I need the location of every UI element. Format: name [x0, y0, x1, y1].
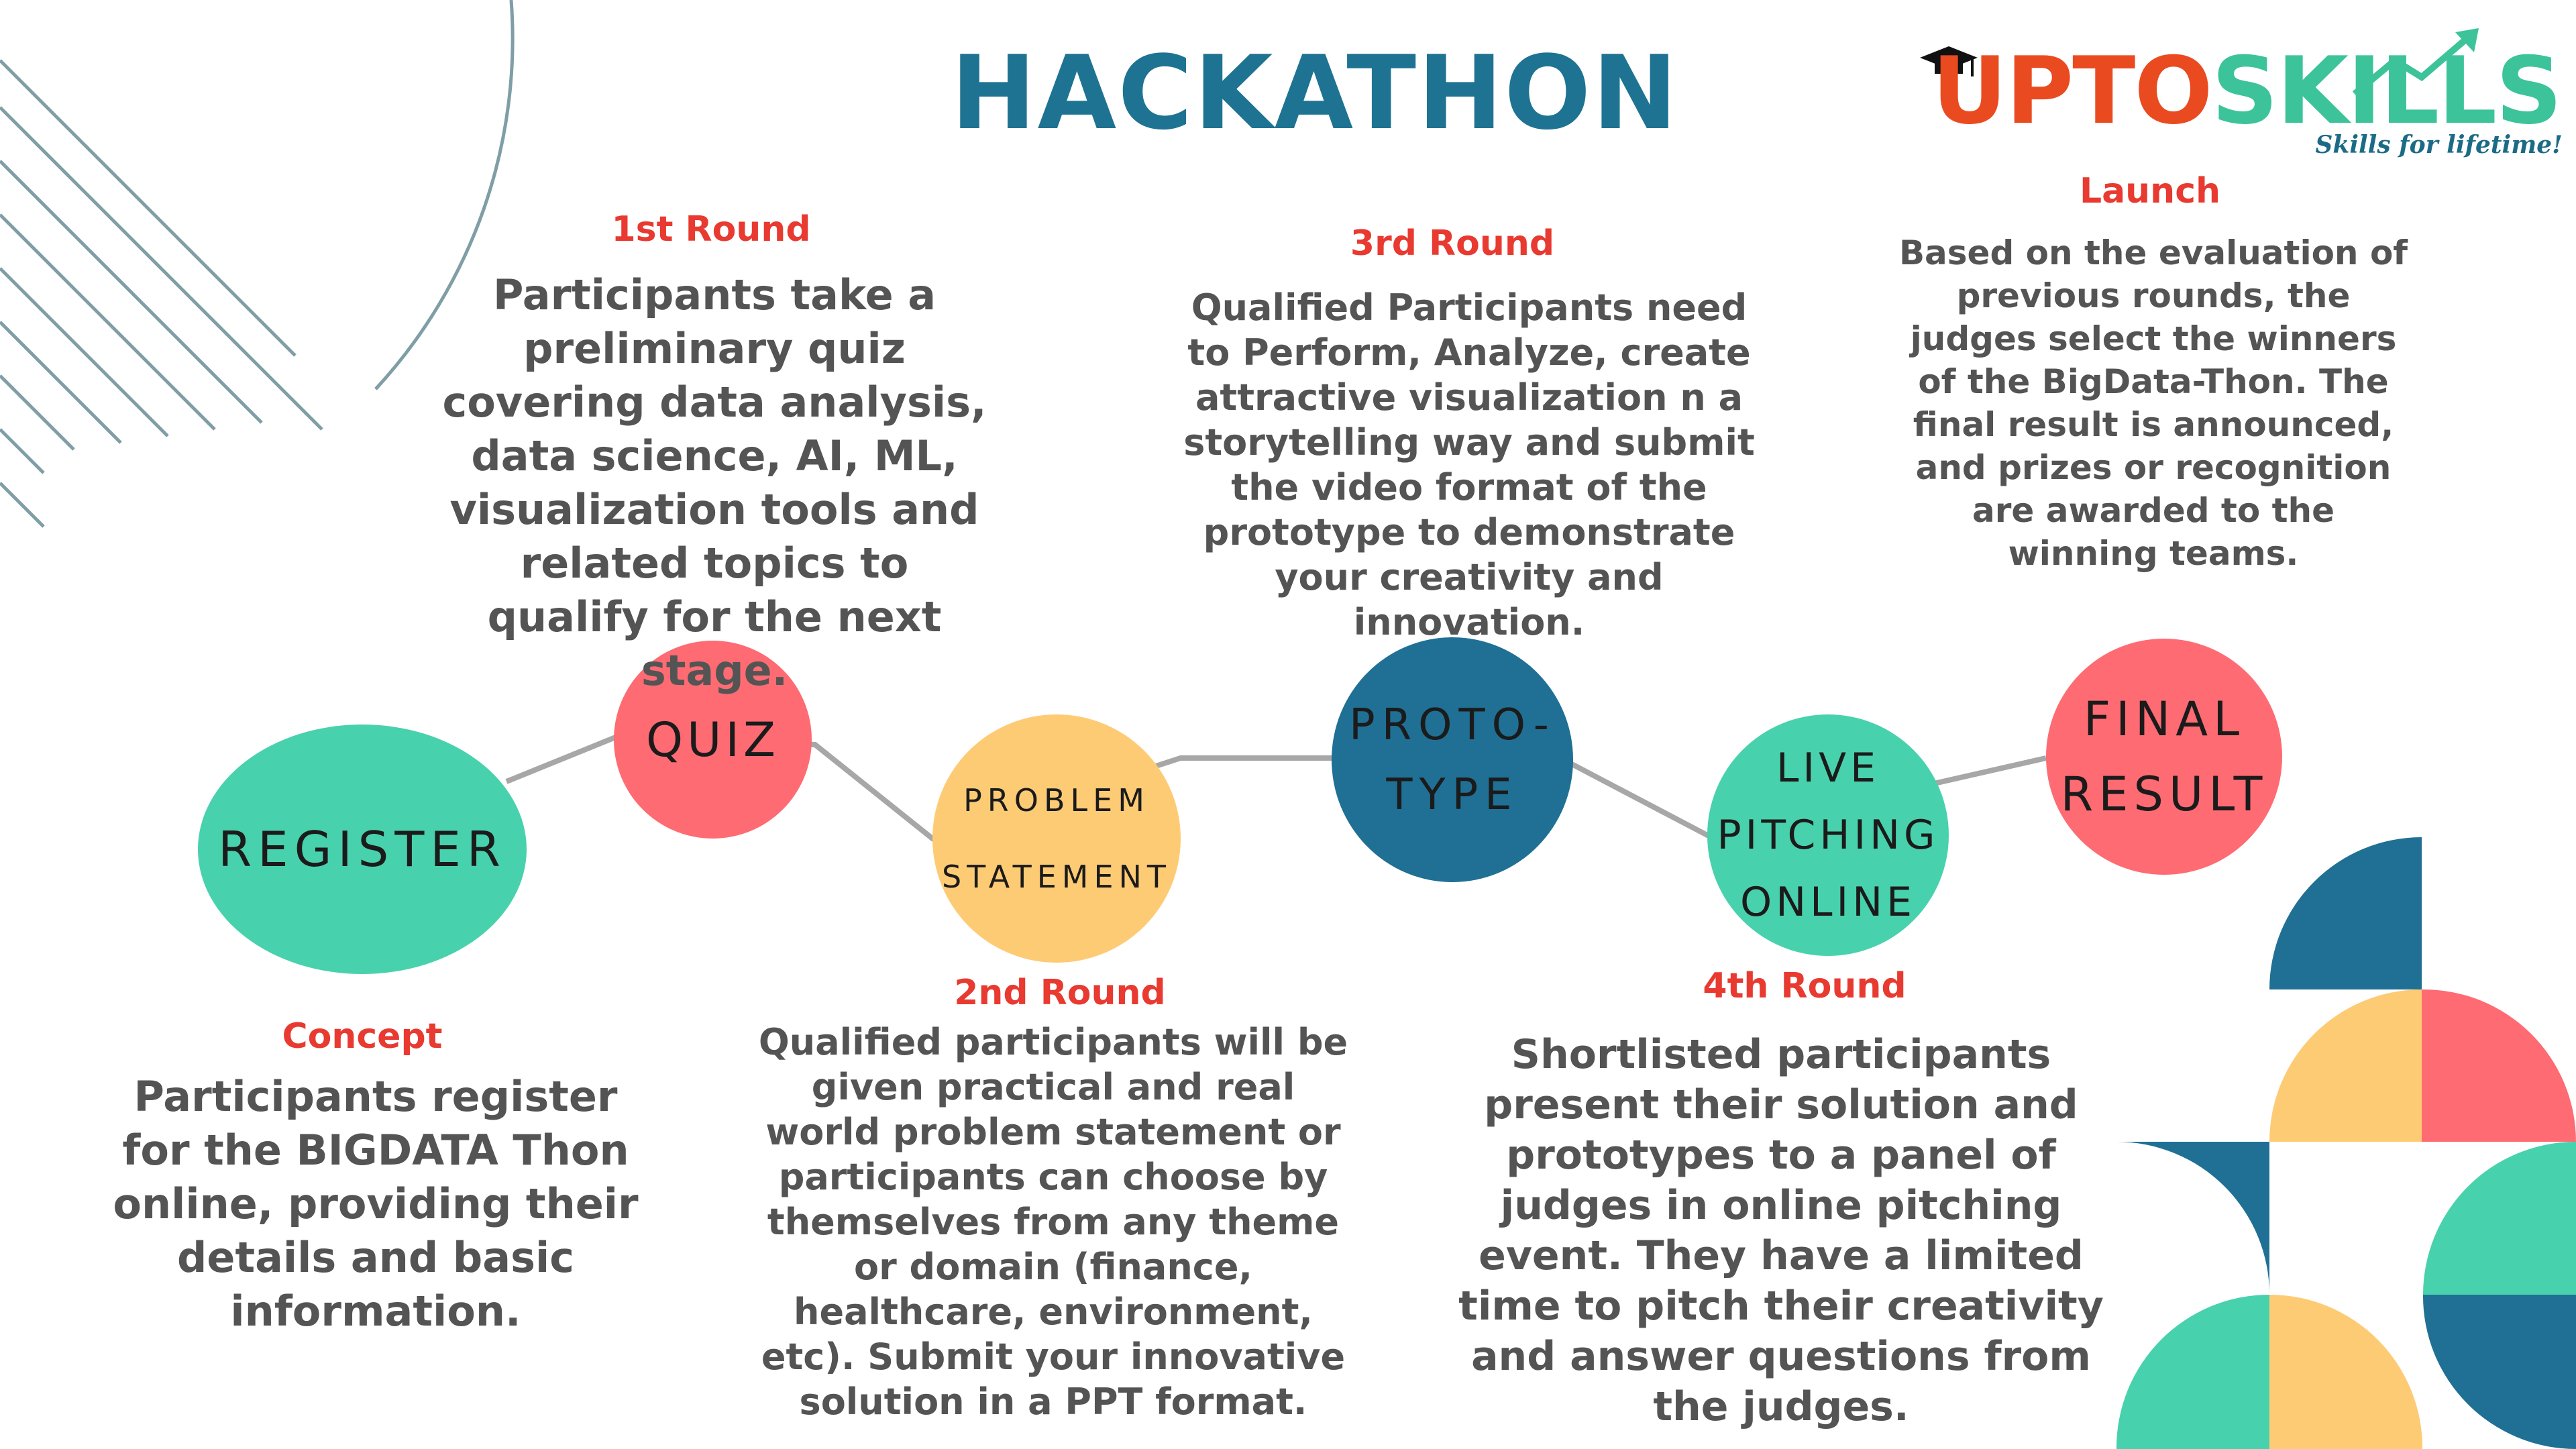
- stage-node-label-line: TYPE: [1386, 769, 1519, 820]
- stage-node-label-line: LIVE: [1776, 745, 1880, 792]
- growth-arrow-icon: [2352, 28, 2479, 97]
- stage-node-label: QUIZ: [646, 712, 780, 767]
- stage-node-label-line: PROBLEM: [963, 782, 1150, 818]
- stage-description-prototype: Qualified Participants need to Perform, …: [1183, 286, 1755, 643]
- round-label-4th-round: 4th Round: [1703, 966, 1907, 1006]
- logo: [1919, 27, 2576, 174]
- stage-description-register: Participants register for the BIGDATA Th…: [113, 1072, 639, 1336]
- logo-tagline: Skills for lifetime!: [2315, 131, 2563, 159]
- stage-description-problem-statement: Qualified participants will be given pra…: [758, 1021, 1348, 1423]
- stage-node-problem-statement: PROBLEM STATEMENT: [932, 714, 1181, 963]
- logo-upto: UPTO: [1932, 37, 2213, 145]
- logo-skills: SKILLS: [2211, 37, 2563, 145]
- stage-description-live-pitching: Shortlisted participants present their s…: [1458, 1031, 2104, 1430]
- stage-node-label-line: RESULT: [2060, 767, 2268, 822]
- decorative-quarter-circles: [2116, 837, 2576, 1449]
- round-label-3rd-round: 3rd Round: [1350, 223, 1555, 264]
- logo-wordmark: UPTOSKILLS: [1932, 37, 2569, 151]
- decorative-diagonal-lines: [0, 59, 323, 528]
- stage-node-label-line: STATEMENT: [941, 859, 1172, 895]
- page-title: HACKATHON: [951, 34, 1679, 152]
- round-label-concept: Concept: [282, 1016, 443, 1057]
- stage-description-final-result: Based on the evaluation of previous roun…: [1898, 233, 2408, 573]
- stage-node-prototype: PROTO- TYPE: [1332, 637, 1573, 882]
- stage-node-label-line: PITCHING: [1717, 812, 1939, 859]
- stage-node-label-line: FINAL: [2083, 692, 2245, 747]
- stage-node-quiz: QUIZ: [614, 641, 812, 839]
- stage-node-register: REGISTER: [198, 724, 527, 974]
- stage-node-label: REGISTER: [218, 821, 506, 877]
- graduation-cap-icon: [1920, 46, 1978, 76]
- stage-node-live-pitching: LIVE PITCHING ONLINE: [1707, 714, 1949, 956]
- stage-node-label-line: PROTO-: [1349, 700, 1556, 750]
- round-label-launch: Launch: [2079, 171, 2221, 211]
- stage-node-final-result: FINAL RESULT: [2046, 639, 2282, 875]
- decorative-arc: [374, 0, 515, 390]
- round-label-1st-round: 1st Round: [611, 209, 811, 250]
- stage-node-label-line: ONLINE: [1739, 879, 1917, 926]
- round-label-2nd-round: 2nd Round: [954, 973, 1166, 1013]
- stage-description-quiz: Participants take a preliminary quiz cov…: [442, 270, 987, 695]
